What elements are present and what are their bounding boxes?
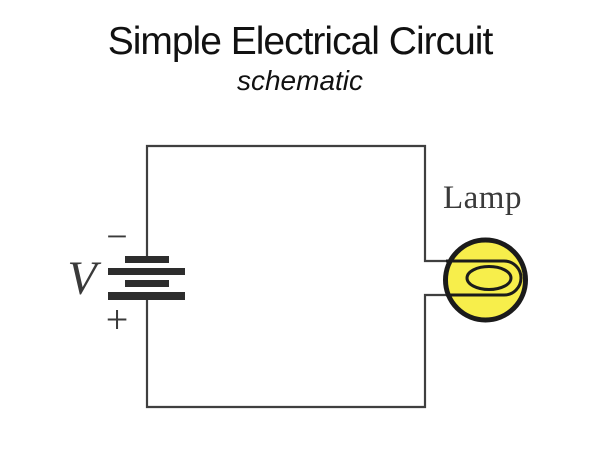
lamp-filament-icon — [446, 259, 523, 297]
lamp-bulb-circle — [443, 237, 528, 323]
battery-symbol-icon — [108, 256, 185, 300]
battery-plate-long-bottom — [108, 292, 185, 300]
battery-plate-short — [125, 280, 169, 287]
lamp-symbol-icon — [443, 237, 528, 323]
battery-plate-short-top — [125, 256, 169, 263]
battery-plate-long — [108, 268, 185, 275]
lamp-label: Lamp — [443, 180, 522, 216]
page-title: Simple Electrical Circuit — [107, 20, 494, 63]
lamp-filament-loop-icon — [465, 265, 513, 291]
battery-positive-sign: + — [105, 297, 129, 342]
page-subtitle: schematic — [236, 65, 364, 96]
circuit-wire — [145, 144, 454, 409]
battery-voltage-label: V — [67, 252, 97, 305]
battery-negative-sign: − — [106, 216, 128, 258]
